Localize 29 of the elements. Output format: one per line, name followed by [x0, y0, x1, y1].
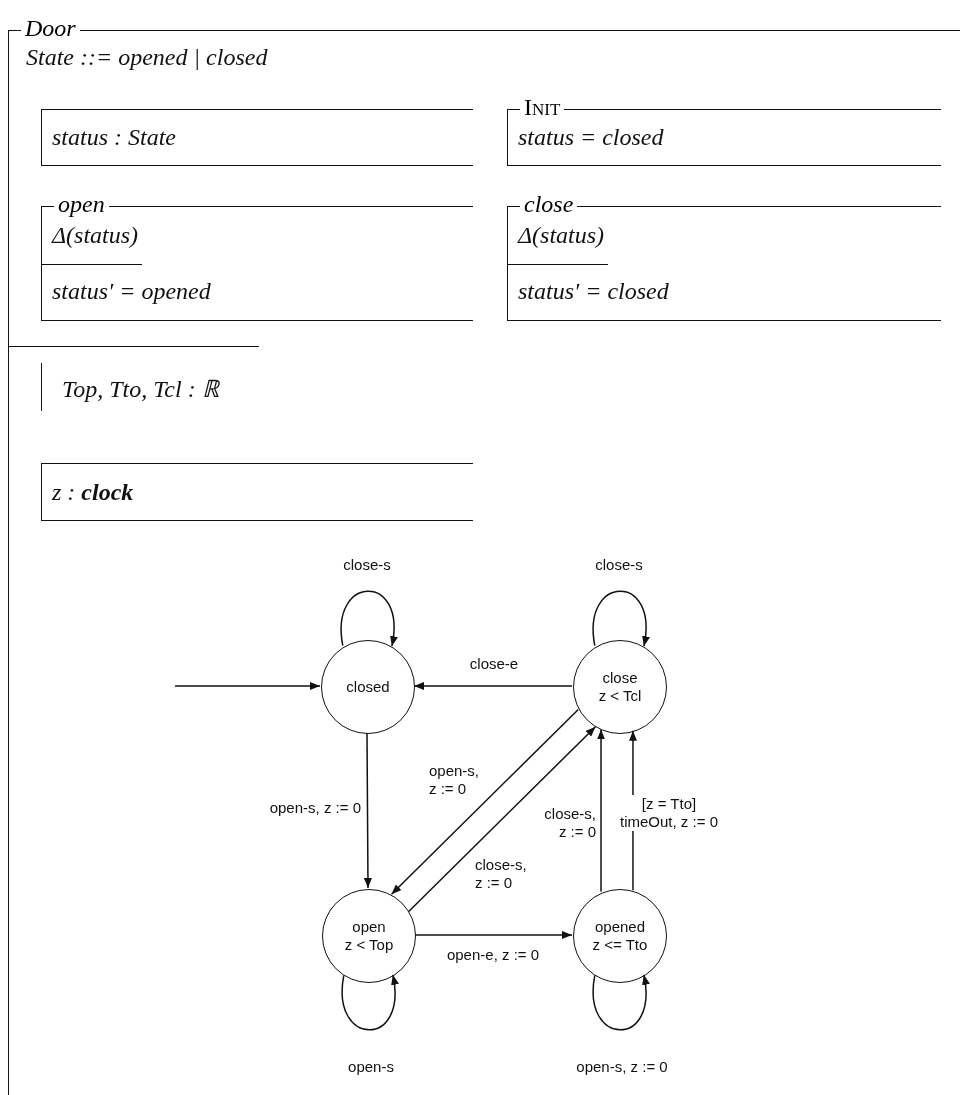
predicate-text: status′ = opened: [52, 278, 211, 306]
type-definition: State ::= opened | closed: [26, 44, 268, 71]
arrow: [592, 590, 650, 647]
state-name: open: [352, 918, 386, 936]
declaration-text: Δ(status): [52, 221, 139, 249]
declaration-text: Top, Tto, Tcl : ℝ: [62, 374, 219, 404]
state-name: close: [602, 669, 638, 687]
arrow: [363, 732, 372, 889]
arrow: [413, 682, 573, 690]
schema-box: [41, 109, 473, 166]
declaration-text: z : clock: [52, 478, 134, 506]
arrow: [407, 725, 597, 913]
state-invariant: z <= Tto: [592, 936, 648, 954]
predicate-text: status′ = closed: [518, 278, 669, 306]
schema-box: [41, 463, 473, 521]
arrow: [597, 728, 605, 893]
state-name: closed: [346, 678, 390, 696]
state-invariant: z < Top: [344, 936, 394, 954]
arrow: [340, 590, 398, 647]
declaration-text: status : State: [52, 124, 176, 151]
declaration-text: status = closed: [518, 124, 664, 151]
state-invariant: z < Tcl: [598, 687, 642, 705]
arrow: [341, 974, 399, 1031]
arrow: [390, 708, 580, 896]
state-name: opened: [594, 918, 646, 936]
arrow: [414, 931, 573, 939]
arrow: [592, 974, 650, 1031]
declaration-text: Δ(status): [518, 221, 605, 249]
arrow: [174, 682, 321, 690]
